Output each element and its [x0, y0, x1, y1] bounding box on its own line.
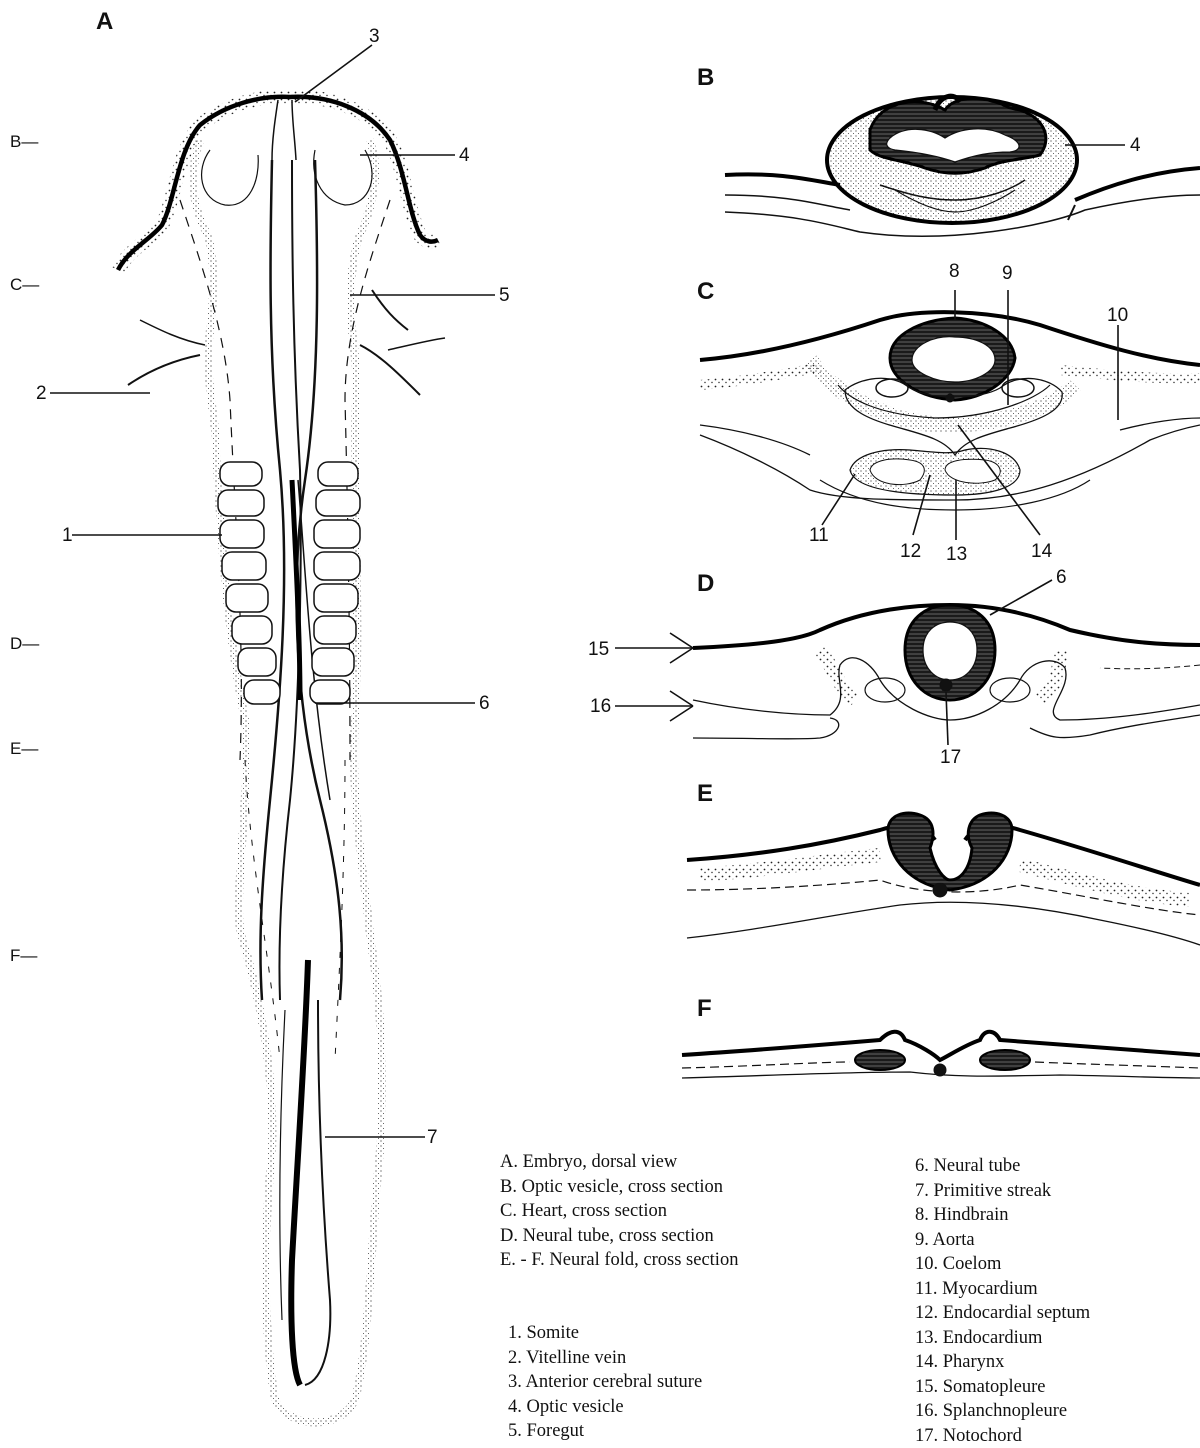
legend-views: A. Embryo, dorsal view B. Optic vesicle,… [500, 1150, 738, 1273]
panel-label-c: C [697, 280, 714, 304]
callout-11: 11 [809, 526, 829, 545]
callout-17: 17 [940, 748, 961, 767]
legend-part-item: 15. Somatopleure [915, 1375, 1090, 1400]
legend-part-item: 5. Foregut [508, 1419, 702, 1444]
panel-label-f: F [697, 997, 712, 1021]
legend-part-item: 4. Optic vesicle [508, 1395, 702, 1420]
callout-16: 16 [590, 697, 611, 716]
legend-view-item: B. Optic vesicle, cross section [500, 1175, 738, 1200]
callout-7: 7 [427, 1128, 438, 1147]
head-fold-arc [118, 97, 438, 270]
panel-b-optic-vesicle [725, 96, 1200, 236]
legend-part-item: 11. Myocardium [915, 1277, 1090, 1302]
neural-groove [888, 813, 1012, 890]
notochord [940, 679, 952, 691]
legend-part-item: 13. Endocardium [915, 1326, 1090, 1351]
callout-14: 14 [1031, 542, 1052, 561]
callout-13: 13 [946, 545, 967, 564]
callout-2: 2 [36, 384, 47, 403]
callout-10: 10 [1107, 306, 1128, 325]
callout-8: 8 [949, 262, 960, 281]
legend-part-item: 14. Pharynx [915, 1350, 1090, 1375]
legend-parts-right: 6. Neural tube 7. Primitive streak 8. Hi… [915, 1154, 1090, 1448]
panel-label-d: D [697, 572, 714, 596]
panel-c-heart [700, 290, 1200, 540]
callout-6-panel-a: 6 [479, 694, 490, 713]
callout-12: 12 [900, 542, 921, 561]
legend-view-item: D. Neural tube, cross section [500, 1224, 738, 1249]
somites-right [310, 462, 360, 704]
level-marker-b: B— [10, 133, 38, 150]
legend-view-item: A. Embryo, dorsal view [500, 1150, 738, 1175]
body-outline-left [193, 140, 275, 1400]
callout-5: 5 [499, 286, 510, 305]
panel-e-neural-fold [687, 813, 1200, 945]
neural-tube-left [260, 160, 284, 1000]
callout-3: 3 [369, 27, 380, 46]
panel-d-neural-tube [615, 580, 1200, 745]
callout-6-panel-d: 6 [1056, 568, 1067, 587]
legend-part-item: 17. Notochord [915, 1424, 1090, 1448]
legend-part-item: 2. Vitelline vein [508, 1346, 702, 1371]
callout-9: 9 [1002, 264, 1013, 283]
panel-label-a: A [96, 10, 113, 34]
legend-part-item: 3. Anterior cerebral suture [508, 1370, 702, 1395]
callout-4-panel-b: 4 [1130, 136, 1141, 155]
panel-a-embryo-dorsal-view [50, 45, 495, 1423]
legend-part-item: 12. Endocardial septum [915, 1301, 1090, 1326]
legend-part-item: 1. Somite [508, 1321, 702, 1346]
legend-part-item: 9. Aorta [915, 1228, 1090, 1253]
callout-1: 1 [62, 526, 73, 545]
legend-view-item: C. Heart, cross section [500, 1199, 738, 1224]
callout-4-panel-a: 4 [459, 146, 470, 165]
panel-f-neural-fold [682, 1032, 1200, 1078]
primitive-streak [291, 960, 308, 1385]
callout-15: 15 [588, 640, 609, 659]
level-marker-e: E— [10, 740, 38, 757]
legend-part-item: 7. Primitive streak [915, 1179, 1090, 1204]
body-outline-right [351, 140, 382, 1400]
level-marker-d: D— [10, 635, 39, 652]
legend-part-item: 8. Hindbrain [915, 1203, 1090, 1228]
legend-part-item: 10. Coelom [915, 1252, 1090, 1277]
legend-view-item: E. - F. Neural fold, cross section [500, 1248, 738, 1273]
legend-part-item: 16. Splanchnopleure [915, 1399, 1090, 1424]
panel-label-e: E [697, 782, 713, 806]
level-marker-c: C— [10, 276, 39, 293]
legend-parts-left: 1. Somite 2. Vitelline vein 3. Anterior … [508, 1321, 702, 1444]
panel-a-leaders [50, 45, 495, 1137]
legend-part-item: 6. Neural tube [915, 1154, 1090, 1179]
level-marker-f: F— [10, 947, 37, 964]
panel-label-b: B [697, 66, 714, 90]
